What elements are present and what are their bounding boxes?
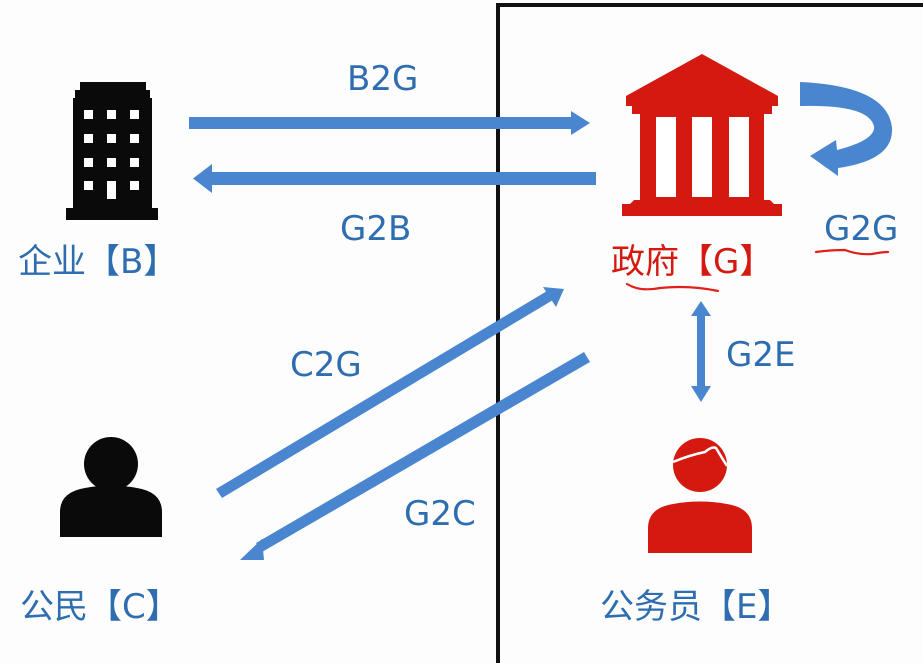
g2g-label-underline <box>814 248 890 256</box>
g2b-label: G2B <box>340 209 412 249</box>
diagram-canvas <box>60 54 893 560</box>
g2g-label: G2G <box>824 209 899 249</box>
building-window <box>84 110 93 119</box>
c2g-arrow <box>216 287 564 498</box>
citizen-label: 公民【C】 <box>20 587 180 627</box>
government-label-underline <box>625 282 720 293</box>
person-icon <box>60 437 162 537</box>
building-door <box>107 181 116 199</box>
building-window <box>84 158 93 167</box>
office-building-icon <box>66 82 158 220</box>
building-window <box>130 110 139 119</box>
building-window <box>107 110 116 119</box>
person-with-hair-icon <box>648 438 752 553</box>
g2e-label: G2E <box>726 335 796 375</box>
building-window <box>84 181 93 190</box>
b2g-arrow <box>189 111 590 135</box>
building-window <box>107 134 116 143</box>
b2g-label: B2G <box>347 59 419 99</box>
g2g-curved-arrow <box>800 82 893 176</box>
building-window <box>130 134 139 143</box>
building-window <box>107 158 116 167</box>
building-window <box>130 181 139 190</box>
g2c-label: G2C <box>404 494 476 534</box>
business-label: 企业【B】 <box>18 242 178 282</box>
building-window <box>84 134 93 143</box>
government-building-icon <box>622 54 782 216</box>
g2b-arrow <box>193 164 596 193</box>
building-window <box>130 158 139 167</box>
c2g-label: C2G <box>290 345 362 385</box>
government-boundary-frame <box>496 3 923 663</box>
employee-label: 公务员【E】 <box>600 587 792 627</box>
g2e-arrow <box>691 301 711 402</box>
g2c-arrow <box>240 352 590 560</box>
government-label: 政府【G】 <box>611 242 774 282</box>
